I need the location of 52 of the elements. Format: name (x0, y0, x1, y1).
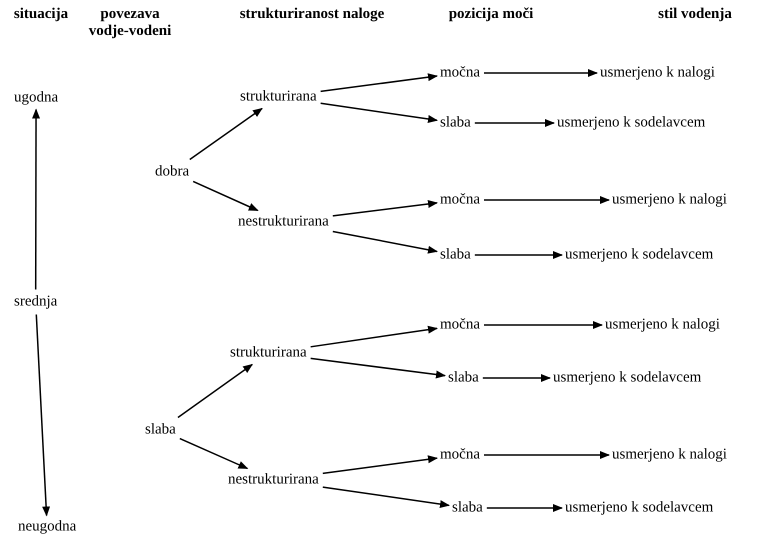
arrow (189, 108, 263, 160)
arrow (178, 364, 254, 418)
node-label: nestrukturirana (228, 472, 319, 488)
node-label: srednja (14, 294, 58, 310)
node-label: usmerjeno k sodelavcem (553, 370, 702, 386)
node-label: usmerjeno k sodelavcem (557, 114, 706, 132)
node-label: močna (440, 64, 480, 82)
column-header: stil vodenja (657, 6, 733, 23)
arrow (310, 358, 446, 378)
column-header: situacija (12, 6, 70, 23)
arrow (320, 102, 438, 123)
node-label: strukturirana (240, 88, 317, 106)
node-label: močna (440, 316, 480, 334)
node-label: neugodna (18, 518, 76, 536)
arrow (180, 438, 248, 470)
arrow (474, 119, 555, 127)
node-label: usmerjeno k nalogi (605, 316, 720, 334)
node-label: dobra (155, 164, 190, 180)
arrow (36, 314, 50, 516)
arrow (484, 321, 603, 329)
arrow (484, 69, 598, 77)
node-label: slaba (145, 422, 176, 438)
arrow (32, 108, 40, 290)
arrow (474, 251, 563, 259)
arrow (482, 374, 551, 382)
arrow (320, 73, 438, 92)
arrow (486, 504, 563, 512)
node-label: močna (440, 446, 480, 464)
node-label: usmerjeno k nalogi (612, 192, 727, 208)
node-label: slaba (448, 370, 479, 386)
node-label: usmerjeno k nalogi (600, 64, 715, 82)
column-header: povezava vodje-vodeni (88, 6, 172, 40)
node-label: usmerjeno k sodelavcem (565, 500, 714, 516)
arrow (192, 180, 259, 212)
node-label: usmerjeno k sodelavcem (565, 246, 714, 264)
arrow (484, 451, 610, 459)
arrow (484, 196, 610, 204)
arrow (322, 455, 438, 474)
node-label: strukturirana (230, 344, 307, 362)
arrow (332, 230, 438, 254)
arrow (310, 326, 438, 348)
node-label: usmerjeno k nalogi (612, 446, 727, 464)
node-label: nestrukturirana (238, 214, 329, 230)
column-header: strukturiranost naloge (238, 6, 386, 23)
node-label: ugodna (14, 90, 58, 106)
column-header: pozicija moči (448, 6, 534, 23)
arrow (332, 200, 438, 217)
arrow (322, 486, 450, 508)
node-label: slaba (440, 246, 471, 264)
node-label: slaba (440, 114, 471, 132)
node-label: slaba (452, 500, 483, 516)
node-label: močna (440, 192, 480, 208)
